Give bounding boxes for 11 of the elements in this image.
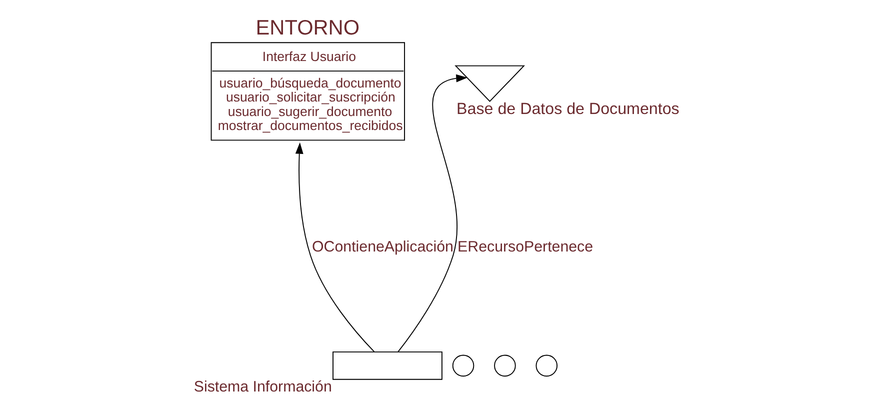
node-box [332, 351, 442, 380]
edge-label: OContieneAplicación [312, 238, 454, 256]
node-circle [536, 354, 558, 377]
arrow [398, 74, 468, 352]
node-label: ENTORNO [256, 16, 360, 40]
node-label: Base de Datos de Documentos [456, 100, 680, 118]
edge-label: ERecursoPertenece [458, 238, 594, 256]
node-circle [494, 354, 516, 377]
node-circle [452, 354, 474, 377]
arrow [295, 142, 375, 352]
node-label: Sistema Información [194, 378, 332, 396]
